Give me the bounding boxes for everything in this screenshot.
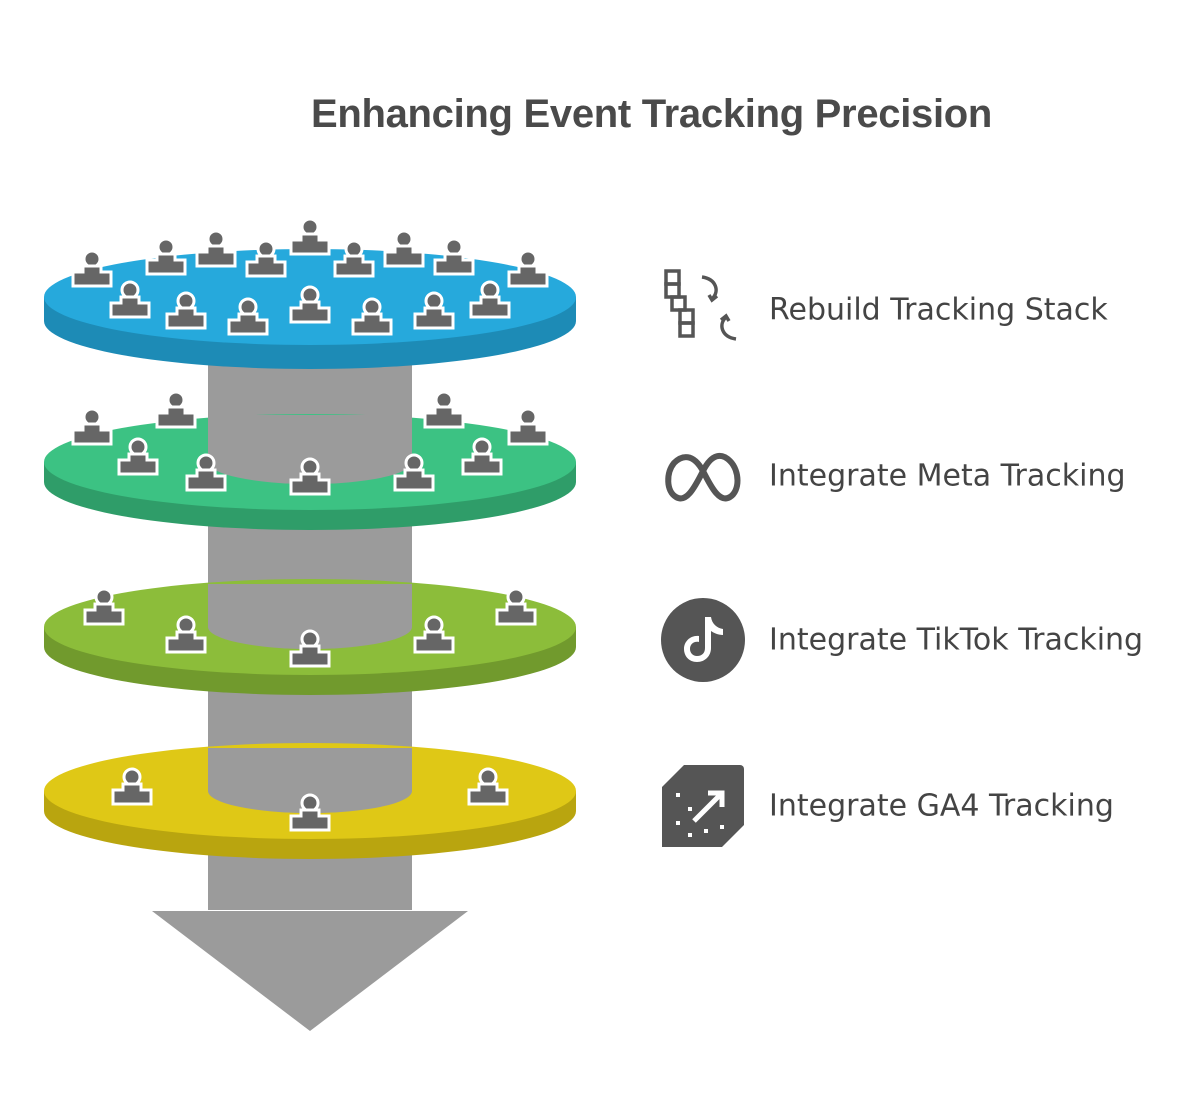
- disc-stage-4: [44, 743, 576, 859]
- stage-label-2: Integrate Meta Tracking: [769, 458, 1126, 494]
- stage-label-3: Integrate TikTok Tracking: [769, 622, 1144, 658]
- meta-infinity-icon: [660, 433, 746, 519]
- disc-stage-2: [44, 390, 576, 530]
- stage-label-4: Integrate GA4 Tracking: [769, 788, 1114, 824]
- disc-stage-1: [44, 217, 576, 369]
- blocks-exchange-icon: [660, 267, 746, 353]
- page-title: Enhancing Event Tracking Precision: [310, 92, 993, 136]
- stage-label-1: Rebuild Tracking Stack: [769, 292, 1108, 328]
- tiktok-icon: [660, 597, 746, 683]
- ga4-tag-icon: [660, 763, 746, 849]
- disc-stage-3: [44, 579, 576, 695]
- down-arrow-icon: [152, 911, 468, 1031]
